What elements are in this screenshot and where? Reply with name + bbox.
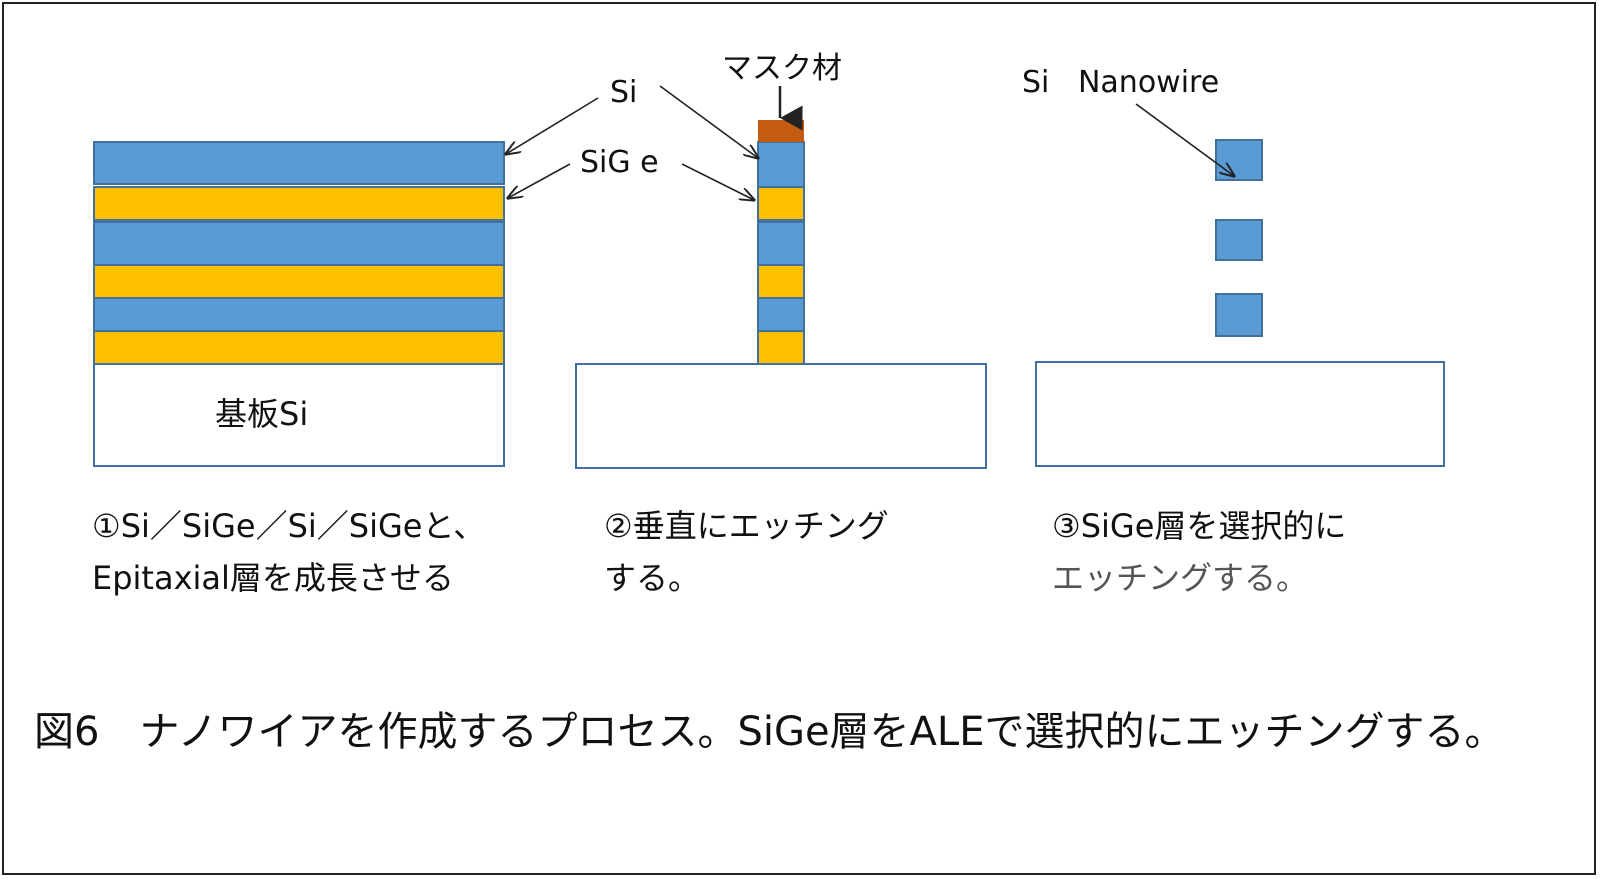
layer-si-1: [93, 141, 505, 185]
figure-caption: 図6 ナノワイアを作成するプロセス。SiGe層をALEで選択的にエッチングする。: [34, 709, 1505, 755]
pillar-sige-3: [757, 330, 805, 365]
pillar-sige-1: [757, 186, 805, 221]
mask-block: [758, 120, 804, 142]
pillar-si-2: [757, 221, 805, 266]
pointer-arrows: [506, 85, 1234, 200]
mask-label: マスク材: [722, 51, 842, 86]
substrate-si-3: [1035, 361, 1445, 467]
layer-si-3: [93, 297, 505, 332]
pillar-si-3: [757, 297, 805, 332]
arrow-sige-to-pillar: [681, 163, 754, 200]
substrate-si-2: [575, 363, 987, 469]
arrow-si-to-pillar: [659, 85, 758, 158]
substrate-si-1: [93, 363, 505, 467]
step-3-text: ③SiGe層を選択的に エッチングする。: [1052, 500, 1346, 604]
nanowire-label: Si Nanowire: [1022, 65, 1219, 100]
layer-sige-2: [93, 264, 505, 299]
layer-sige-1: [93, 186, 505, 221]
layer-si-2: [93, 221, 505, 266]
pillar-sige-2: [757, 264, 805, 299]
nanowire-1: [1215, 139, 1263, 181]
arrow-nanowire: [1135, 103, 1234, 176]
pillar-si-1: [757, 141, 805, 188]
panel-2-pillar: [575, 120, 987, 469]
si-label: Si: [610, 75, 637, 110]
arrow-sige-to-stack: [508, 163, 571, 198]
step-2-line-2: する。: [604, 559, 701, 597]
step-1-text: ①Si／SiGe／Si／SiGeと、 Epitaxial層を成長させる: [92, 500, 485, 604]
step-2-line-1: ②垂直にエッチング: [604, 507, 889, 545]
sige-label: SiG e: [580, 145, 659, 180]
nanowire-2: [1215, 219, 1263, 261]
step-1-line-2: Epitaxial層を成長させる: [92, 559, 454, 597]
layer-sige-3: [93, 330, 505, 365]
step-1-line-1: ①Si／SiGe／Si／SiGeと、: [92, 507, 486, 545]
nanowire-3: [1215, 293, 1263, 337]
arrow-si-to-stack: [506, 97, 599, 154]
panel-3-nanowires: [1035, 139, 1445, 467]
panel-1-stack: 基板Si: [93, 141, 505, 467]
step-3-line-1: ③SiGe層を選択的に: [1052, 507, 1347, 545]
step-3-line-2: エッチングする。: [1052, 559, 1309, 597]
substrate-label: 基板Si: [215, 395, 308, 433]
step-2-text: ②垂直にエッチング する。: [604, 500, 889, 604]
